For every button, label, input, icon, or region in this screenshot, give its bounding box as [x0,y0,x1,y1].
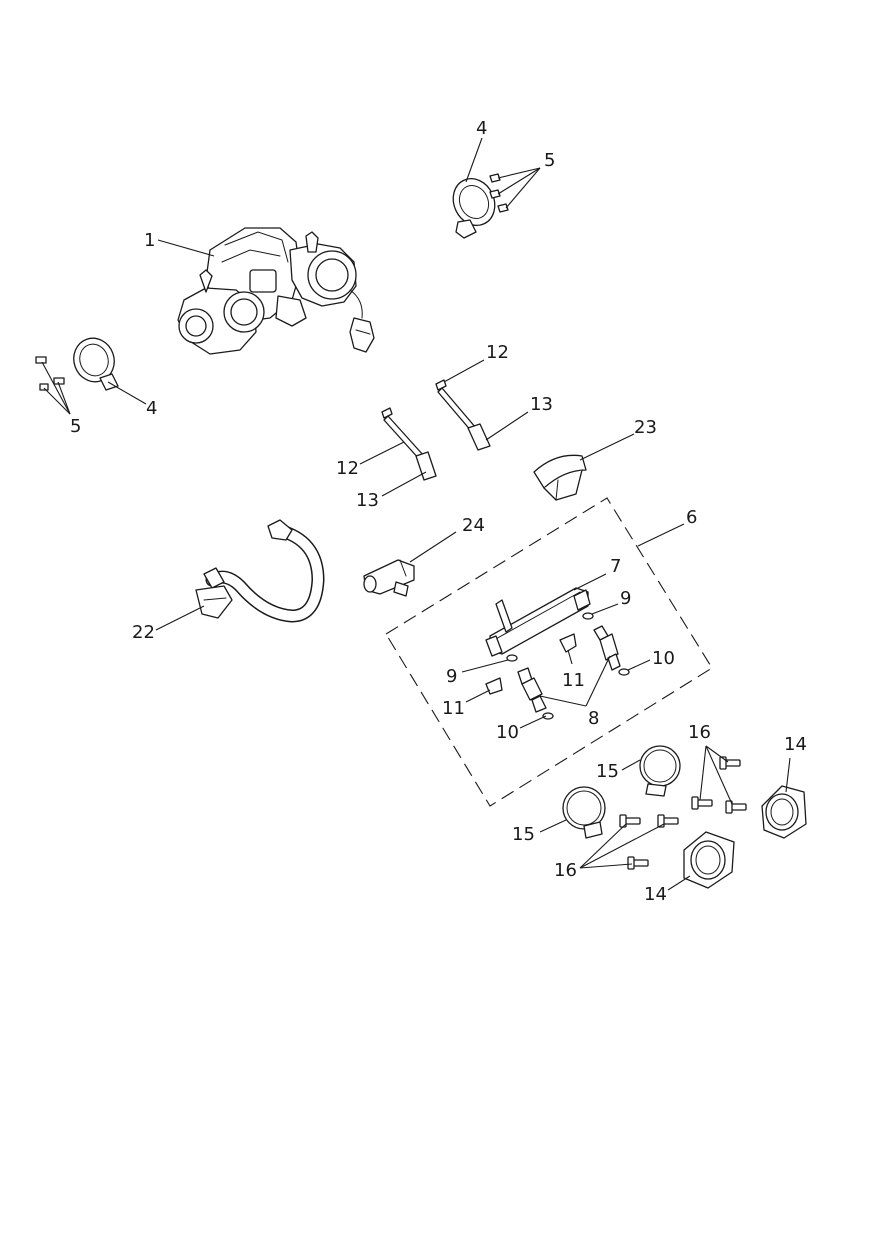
fuel-injector-left [517,667,547,713]
callout-10-left: 10 [496,722,519,743]
hose-clamp-upper [639,745,681,797]
injector-clip [559,633,577,653]
callout-4-lower: 4 [146,398,157,419]
callout-4-upper: 4 [476,118,487,139]
assembly-boundary [385,497,713,807]
callout-5-lower: 5 [70,416,81,437]
callout-11-left: 11 [442,698,465,719]
callout-14-upper: 14 [784,734,807,755]
fuel-rail [485,587,591,657]
fuel-rail-cover [533,454,587,501]
callout-11-right: 11 [562,670,585,691]
throttle-body [177,227,375,355]
o-ring [506,654,518,662]
callout-6: 6 [686,507,697,528]
bolt [691,796,713,810]
callout-10-right: 10 [652,648,675,669]
callout-numbers: 1 4 5 4 5 12 13 12 13 23 24 6 7 9 9 10 1… [70,118,807,905]
bolt [657,814,679,828]
callout-16-lower: 16 [554,860,577,881]
bolt [725,800,747,814]
callout-15-upper: 15 [596,761,619,782]
fuel-hose [195,519,325,623]
fuel-injector-right [593,625,621,671]
hose-clamp-lower [562,786,606,839]
injector-clip [485,677,503,695]
callout-9-left: 9 [446,666,457,687]
callout-13-upper: 13 [530,394,553,415]
bolt [627,856,649,870]
sensor-lower [381,407,437,481]
sensor-upper [435,379,491,451]
callout-14-lower: 14 [644,884,667,905]
fuel-connector [363,559,415,597]
callout-1: 1 [144,230,155,251]
o-ring [542,712,554,720]
callout-13-lower: 13 [356,490,379,511]
callout-16-upper: 16 [688,722,711,743]
callout-9-right: 9 [620,588,631,609]
callout-23: 23 [634,417,657,438]
intake-adaptor-right [761,785,807,839]
callout-15-lower: 15 [512,824,535,845]
callout-22: 22 [132,622,155,643]
bolt [619,814,641,828]
callout-8: 8 [588,708,599,729]
callout-5-upper: 5 [544,150,555,171]
callout-24: 24 [462,515,485,536]
cover-lower [35,337,119,391]
callout-7: 7 [610,556,621,577]
o-ring [582,612,594,620]
cover-upper [452,173,509,239]
o-ring [618,668,630,676]
leader-lines [41,137,791,891]
callout-12-lower: 12 [336,458,359,479]
callout-12-upper: 12 [486,342,509,363]
intake-adaptor-left [683,831,735,889]
